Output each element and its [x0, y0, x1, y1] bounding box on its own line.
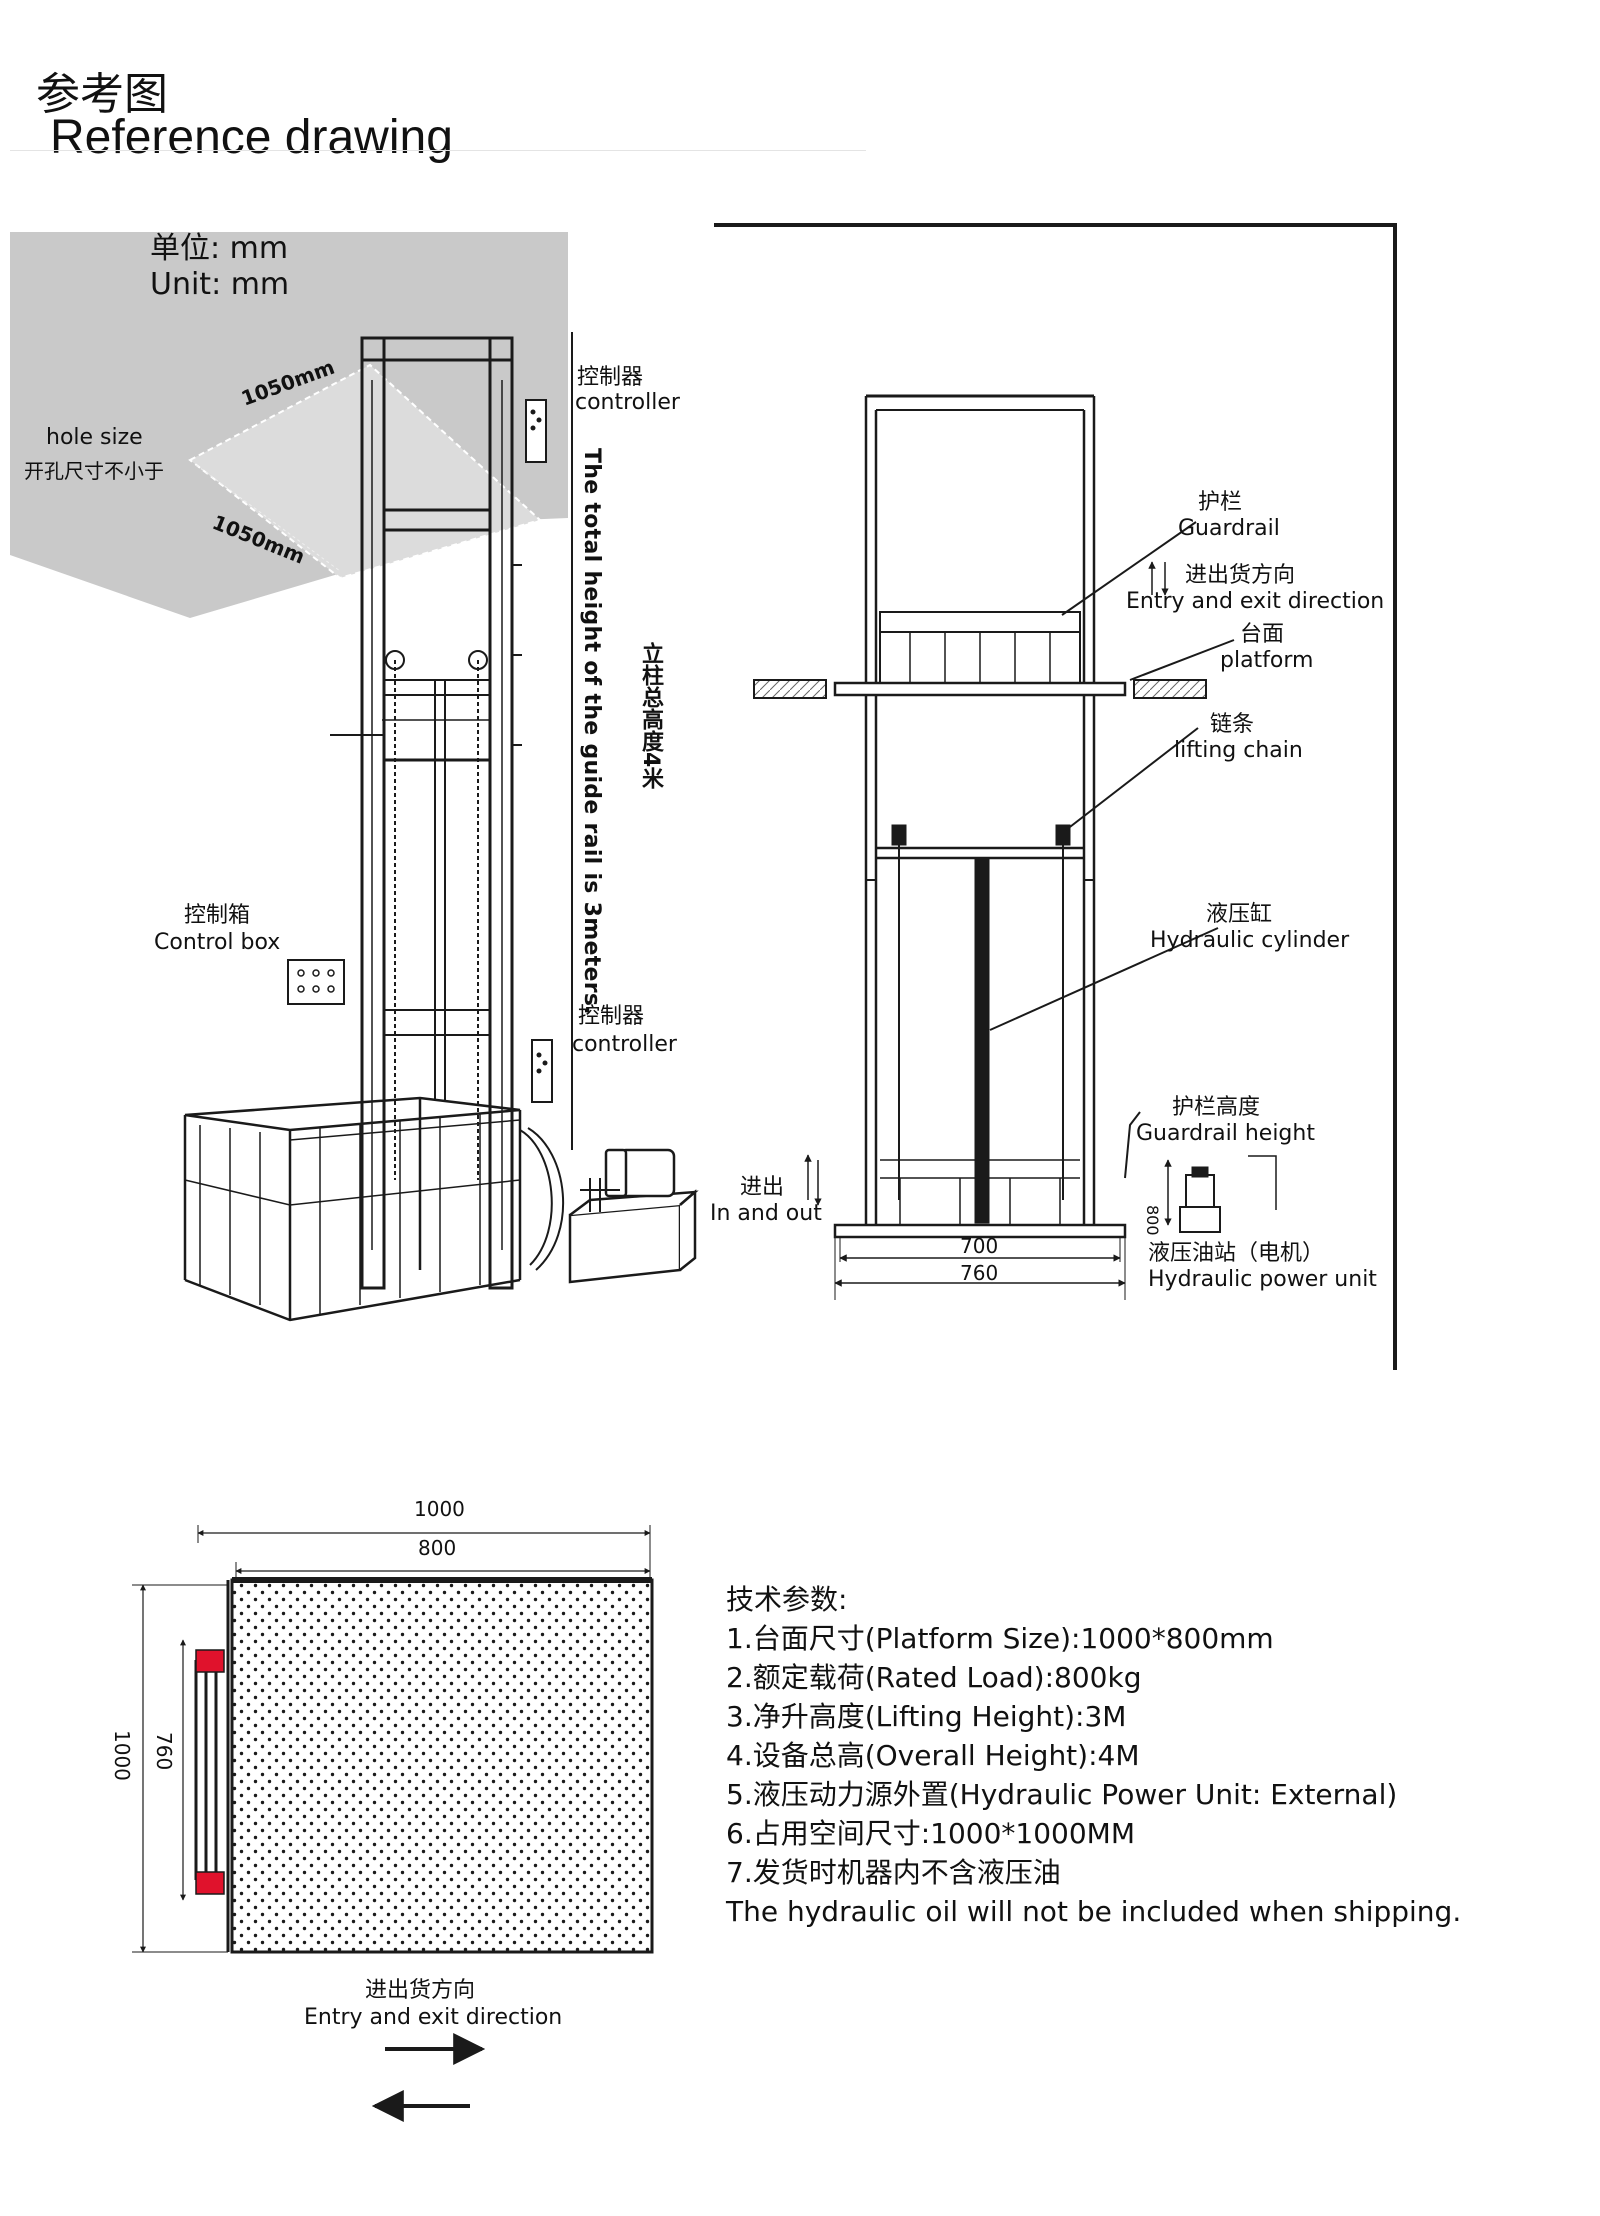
roller-bottom — [195, 1871, 225, 1895]
controller-bottom-label-cn: 控制器 — [578, 1004, 645, 1029]
plan-entry-direction-en: Entry and exit direction — [304, 2005, 563, 2030]
spec-item: 1.台面尺寸(Platform Size):1000*800mm — [726, 1622, 1274, 1655]
hole-size-label-cn: 开孔尺寸不小于 — [24, 459, 164, 483]
guardrail-height-label-en: Guardrail height — [1136, 1121, 1315, 1146]
control-box — [287, 959, 345, 1005]
platform-label-cn: 台面 — [1240, 622, 1285, 647]
page-title-en: Reference drawing — [50, 111, 453, 164]
page-title-cn: 参考图 — [36, 69, 168, 120]
entry-direction-label-en: Entry and exit direction — [1126, 589, 1385, 614]
dim-outer-760: 760 — [960, 1261, 999, 1285]
floor-hole-outline — [188, 363, 542, 580]
plan-dim-left-inner: 760 — [152, 1732, 176, 1771]
controller-top-label-cn: 控制器 — [577, 365, 644, 390]
hydraulic-cylinder-label-en: Hydraulic cylinder — [1150, 928, 1350, 953]
plan-entry-direction-cn: 进出货方向 — [365, 1978, 476, 2003]
power-unit-label-en: Hydraulic power unit — [1148, 1267, 1377, 1292]
control-box-label-en: Control box — [154, 930, 281, 955]
unit-label-cn: 单位: mm — [150, 231, 289, 266]
spec-item: 7.发货时机器内不含液压油 — [726, 1856, 1061, 1889]
plan-view-drawing — [132, 1525, 654, 2122]
guardrail-label-en: Guardrail — [1178, 516, 1280, 541]
hydraulic-power-unit-illustration — [568, 1148, 699, 1284]
platform-label-en: platform — [1220, 648, 1314, 673]
specs-shipping-note: The hydraulic oil will not be included w… — [726, 1895, 1462, 1928]
hydraulic-cylinder-label-cn: 液压缸 — [1206, 902, 1273, 927]
plan-dim-left-outer: 1000 — [110, 1730, 134, 1781]
hole-size-label-en: hole size — [46, 425, 143, 450]
controller-bottom-box — [531, 1039, 553, 1103]
in-out-label-en: In and out — [710, 1201, 822, 1226]
control-box-label-cn: 控制箱 — [184, 903, 251, 928]
guardrail-height-dim: 800 — [1143, 1205, 1162, 1236]
specs-heading: 技术参数: — [726, 1583, 848, 1616]
spec-item: 6.占用空间尺寸:1000*1000MM — [726, 1817, 1135, 1850]
guide-rail-tower — [330, 336, 565, 1290]
plan-dim-top-inner: 800 — [418, 1536, 457, 1560]
plan-dim-top-outer: 1000 — [414, 1497, 465, 1521]
platform-cage — [183, 1096, 522, 1322]
power-unit-label-cn: 液压油站（电机） — [1148, 1241, 1325, 1266]
left-perspective-drawing — [10, 232, 699, 1322]
spec-item: 3.净升高度(Lifting Height):3M — [726, 1700, 1127, 1733]
guardrail-label-cn: 护栏 — [1198, 490, 1243, 515]
controller-top-box — [525, 399, 547, 463]
dim-inner-700: 700 — [960, 1234, 999, 1258]
lifting-chain-label-en: lifting chain — [1174, 738, 1303, 763]
right-elevation-drawing — [714, 223, 1397, 1370]
controller-bottom-label-en: controller — [572, 1032, 677, 1057]
platform-plan — [230, 1578, 654, 1954]
lifting-chain-label-cn: 链条 — [1210, 712, 1255, 737]
roller-top — [195, 1649, 225, 1673]
controller-top-label-en: controller — [575, 390, 680, 415]
in-out-label-cn: 进出 — [740, 1175, 785, 1200]
entry-direction-label-cn: 进出货方向 — [1185, 563, 1296, 588]
rail-height-note-en: The total height of the guide rail is 3m… — [579, 448, 604, 1015]
spec-item: 5.液压动力源外置(Hydraulic Power Unit: External… — [726, 1778, 1398, 1811]
rail-height-note-cn: 立柱总高度4米 — [638, 642, 663, 790]
guardrail-height-label-cn: 护栏高度 — [1172, 1095, 1261, 1120]
spec-item: 2.额定载荷(Rated Load):800kg — [726, 1661, 1142, 1694]
spec-item: 4.设备总高(Overall Height):4M — [726, 1739, 1140, 1772]
unit-label-en: Unit: mm — [150, 267, 290, 302]
title-divider — [10, 150, 866, 151]
